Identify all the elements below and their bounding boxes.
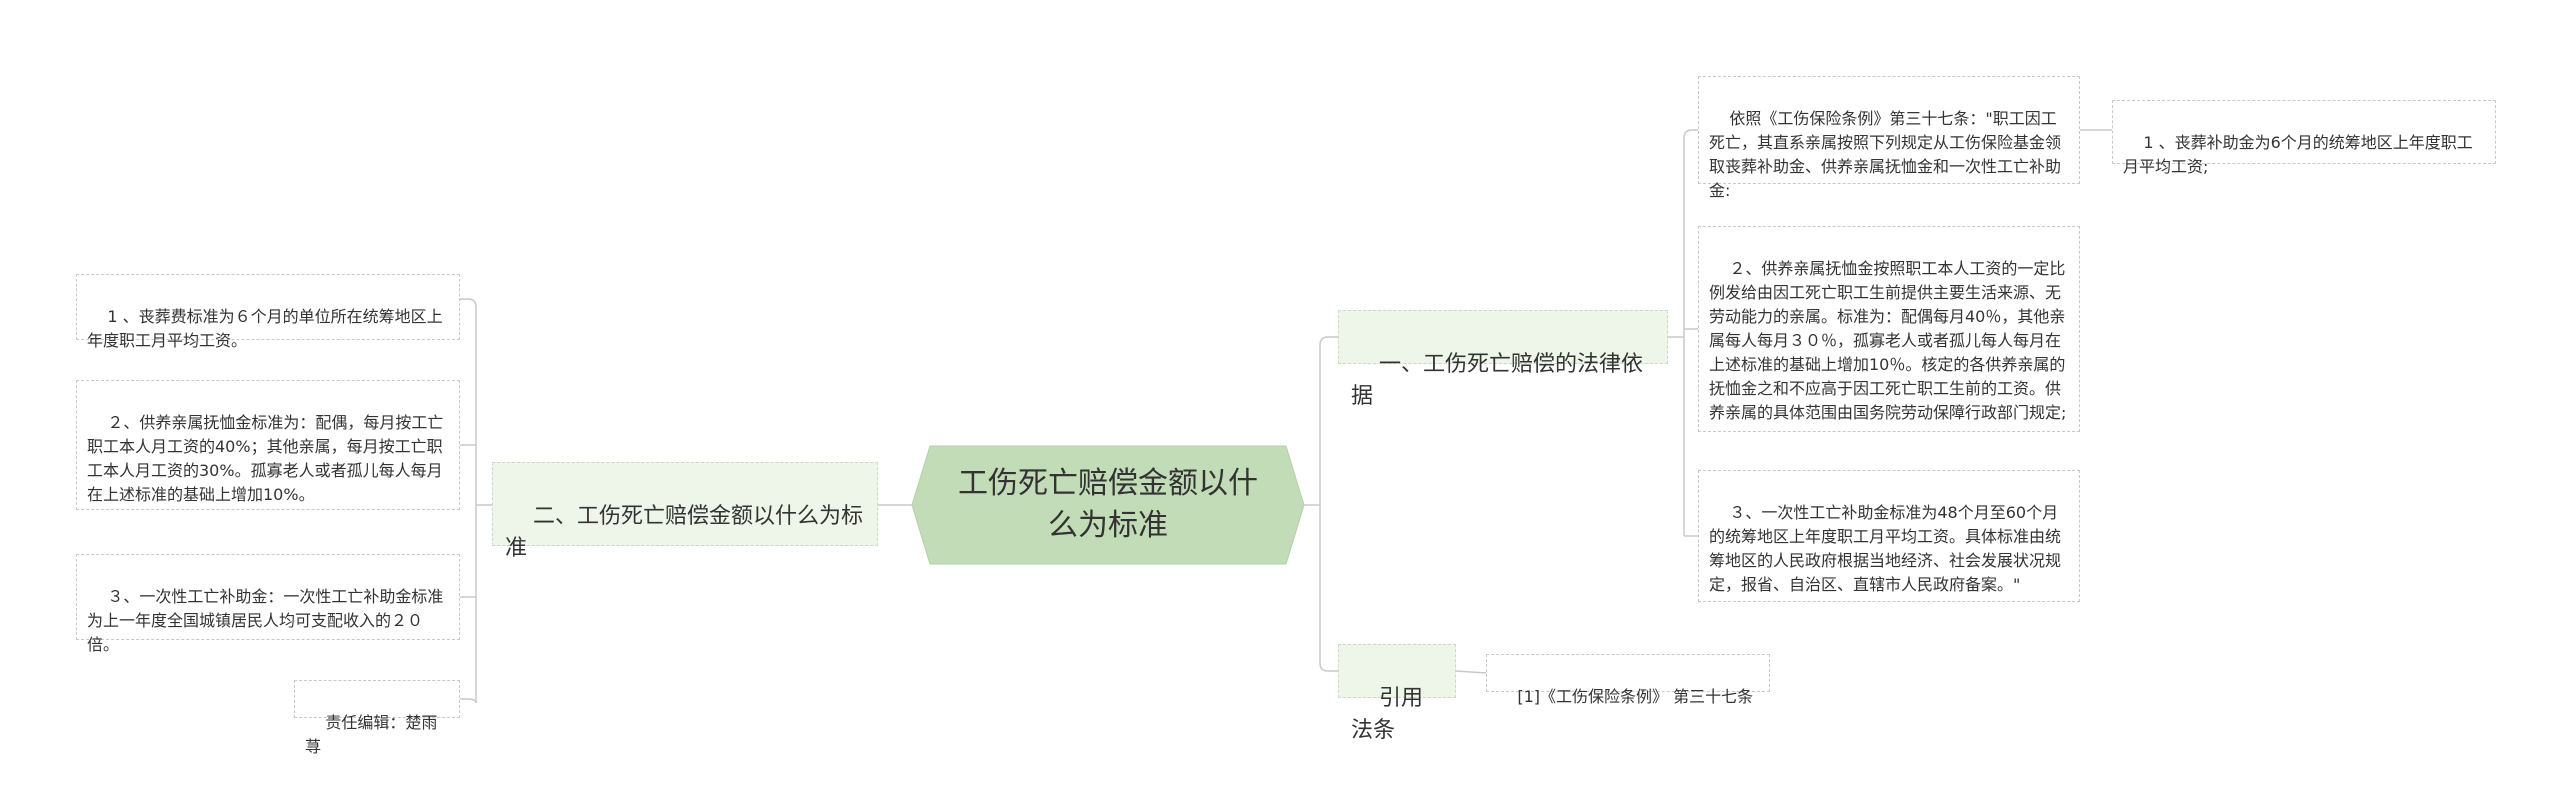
right-intro-text: 依照《工伤保险条例》第三十七条："职工因工死亡，其直系亲属按照下列规定从工伤保险… (1709, 109, 2062, 200)
left-item-2-text: ２、供养亲属抚恤金标准为：配偶，每月按工亡职工本人月工资的40%；其他亲属，每月… (87, 413, 444, 504)
right-item-dependents[interactable]: ２、供养亲属抚恤金按照职工本人工资的一定比例发给由因工死亡职工生前提供主要生活来… (1698, 226, 2080, 432)
left-item-1-text: 1 、丧葬费标准为６个月的单位所在统筹地区上年度职工月平均工资。 (87, 307, 443, 350)
root-node[interactable]: 工伤死亡赔偿金额以什么为标准 (912, 446, 1304, 564)
right-item-citation[interactable]: [1]《工伤保险条例》 第三十七条 (1486, 654, 1770, 706)
right-item-3-text: ３、一次性工亡补助金标准为48个月至60个月的统筹地区上年度职工月平均工资。具体… (1709, 503, 2062, 594)
branch-right-legal-basis[interactable]: 一、工伤死亡赔偿的法律依据 (1338, 310, 1668, 409)
root-node-label: 工伤死亡赔偿金额以什么为标准 (958, 466, 1258, 543)
right-intro-child-text: 1 、丧葬补助金为6个月的统筹地区上年度职工月平均工资; (2123, 133, 2473, 176)
branch-right-citations[interactable]: 引用法条 (1338, 644, 1456, 743)
right-item-lump-sum[interactable]: ３、一次性工亡补助金标准为48个月至60个月的统筹地区上年度职工月平均工资。具体… (1698, 470, 2080, 602)
right-item-2-text: ２、供养亲属抚恤金按照职工本人工资的一定比例发给由因工死亡职工生前提供主要生活来… (1709, 259, 2067, 422)
left-item-editor[interactable]: 责任编辑：楚雨荨 (294, 680, 460, 756)
left-item-4-text: 责任编辑：楚雨荨 (305, 713, 438, 756)
branch-right-2-label: 引用法条 (1351, 686, 1423, 743)
link-left-item-1 (460, 298, 477, 308)
link-left-item-4 (460, 698, 477, 704)
right-item-funeral-subsidy[interactable]: 1 、丧葬补助金为6个月的统筹地区上年度职工月平均工资; (2112, 100, 2496, 176)
link-b1-intro (1683, 129, 1698, 139)
link-right-branch-2 (1319, 662, 1338, 672)
root-node-shape (911, 445, 1305, 565)
left-item-funeral[interactable]: 1 、丧葬费标准为６个月的单位所在统筹地区上年度职工月平均工资。 (76, 274, 460, 350)
left-item-3-text: ３、一次性工亡补助金：一次性工亡补助金标准为上一年度全国城镇居民人均可支配收入的… (87, 587, 444, 654)
left-item-lump-sum[interactable]: ３、一次性工亡补助金：一次性工亡补助金标准为上一年度全国城镇居民人均可支配收入的… (76, 554, 460, 654)
branch-left-label: 二、工伤死亡赔偿金额以什么为标准 (505, 504, 863, 561)
right-citation-text: [1]《工伤保险条例》 第三十七条 (1517, 687, 1754, 706)
left-item-dependents[interactable]: ２、供养亲属抚恤金标准为：配偶，每月按工亡职工本人月工资的40%；其他亲属，每月… (76, 380, 460, 510)
branch-right-1-label: 一、工伤死亡赔偿的法律依据 (1351, 352, 1643, 409)
link-b2-child (1455, 670, 1487, 674)
link-right-branch-1 (1319, 336, 1338, 346)
right-item-intro[interactable]: 依照《工伤保险条例》第三十七条："职工因工死亡，其直系亲属按照下列规定从工伤保险… (1698, 76, 2080, 200)
branch-left-standard[interactable]: 二、工伤死亡赔偿金额以什么为标准 (492, 462, 878, 561)
